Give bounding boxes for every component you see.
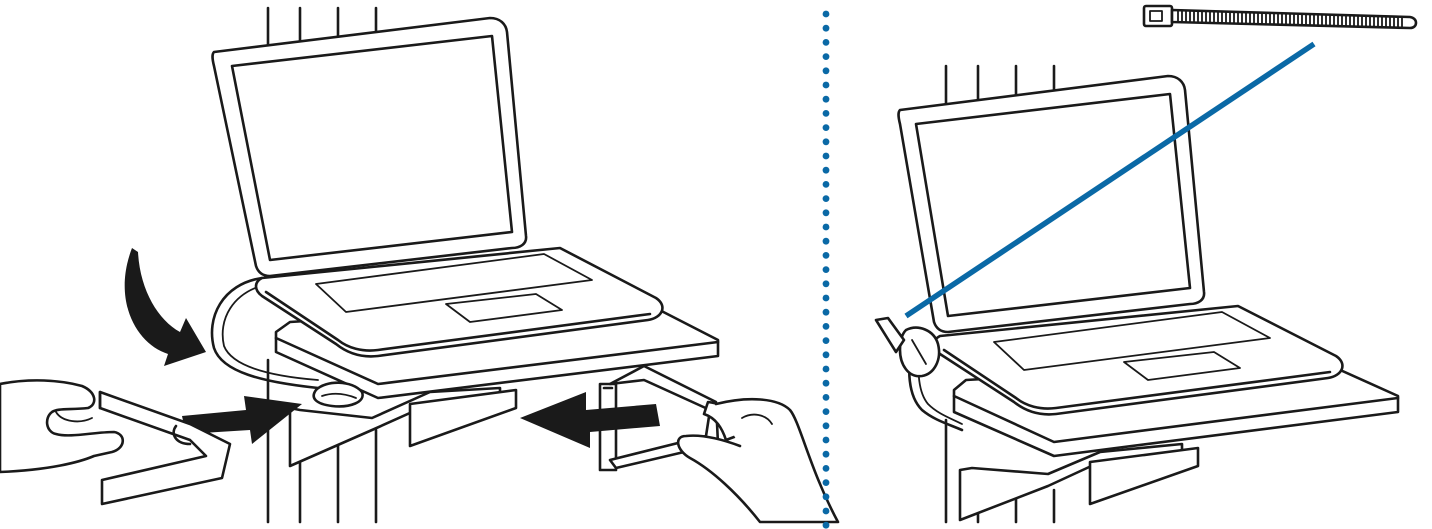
divider-dot [822, 337, 830, 344]
divider-dot [822, 195, 830, 203]
laptop-base [254, 246, 664, 358]
divider-dot [822, 223, 830, 231]
divider-dot [822, 408, 830, 415]
divider-dot [822, 124, 830, 131]
divider-dot [822, 152, 830, 160]
divider-dot [822, 95, 830, 103]
divider-dot [822, 166, 830, 174]
tray-bracket [288, 382, 618, 472]
divider-dot [822, 493, 830, 501]
right-panel [874, 4, 1418, 524]
divider-dot [822, 10, 830, 18]
divider-dot [822, 323, 830, 330]
panel-divider [822, 10, 830, 529]
divider-dot [822, 379, 830, 387]
curved-arrow-icon [124, 248, 206, 366]
divider-dot [822, 394, 830, 401]
divider-dot [822, 351, 830, 359]
divider-dot [822, 308, 830, 316]
divider-dot [822, 138, 830, 146]
arrow-left-icon [520, 392, 660, 448]
left-hand [0, 379, 232, 506]
cable-tie-pointer [904, 41, 1316, 319]
laptop-lid [211, 16, 528, 278]
divider-dot [822, 24, 830, 32]
divider-dot [822, 81, 830, 89]
divider-dot [822, 237, 830, 245]
divider-dot [822, 422, 830, 430]
tray-bracket-right [958, 442, 1200, 522]
cable-tie-icon [1142, 4, 1418, 30]
divider-dot [822, 465, 830, 472]
security-cable [874, 316, 964, 432]
divider-dot [822, 53, 830, 60]
divider-dot [822, 67, 830, 75]
divider-dot [822, 181, 830, 188]
right-hand [608, 364, 840, 524]
divider-dot [822, 280, 830, 288]
divider-dot [822, 479, 830, 486]
security-cable-loop [210, 276, 320, 390]
divider-dot [822, 252, 830, 259]
divider-dot [822, 39, 830, 46]
divider-dot [822, 209, 830, 217]
arrow-right-icon [182, 396, 302, 444]
divider-dot [822, 110, 830, 117]
divider-dot [822, 521, 830, 529]
divider-dot [822, 436, 830, 444]
divider-dot [822, 266, 830, 273]
divider-dot [822, 294, 830, 302]
divider-dot [822, 450, 830, 458]
divider-dot [822, 507, 830, 515]
divider-dot [822, 365, 830, 373]
left-panel [0, 6, 840, 524]
